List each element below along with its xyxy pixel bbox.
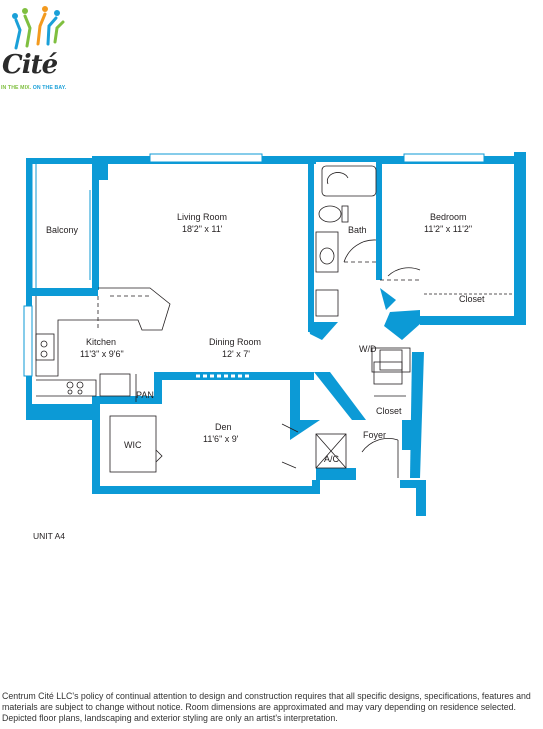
living-room-label: Living Room	[177, 212, 227, 222]
bedroom-closet-label: Closet	[459, 294, 485, 304]
den-dims: 11'6" x 9'	[203, 434, 239, 444]
wic-label: WIC	[124, 440, 142, 450]
dining-room-dims: 12' x 7'	[222, 349, 250, 359]
kitchen-dims: 11'3" x 9'6"	[80, 349, 124, 359]
ac-label: A/C	[324, 454, 340, 464]
figures-icon	[12, 6, 65, 50]
disclaimer: Centrum Cité LLC's policy of continual a…	[2, 691, 531, 723]
cite-logo: Cité IN THE MIX. ON THE BAY.	[0, 0, 80, 96]
dining-room-label: Dining Room	[209, 337, 261, 347]
logo-tagline: IN THE MIX. ON THE BAY.	[1, 85, 66, 91]
den-label: Den	[215, 422, 232, 432]
unit-label: UNIT A4	[33, 531, 65, 541]
wd-label: W/D	[359, 344, 377, 354]
pantry-label: PAN	[136, 390, 154, 400]
logo-wordmark: Cité	[2, 50, 58, 80]
foyer-label: Foyer	[363, 430, 386, 440]
living-room-dims: 18'2" x 11'	[182, 224, 223, 234]
bath-label: Bath	[348, 225, 367, 235]
bedroom-dims: 11'2" x 11'2"	[424, 224, 472, 234]
fixtures	[35, 165, 514, 478]
logo-tagline-part2: ON THE BAY.	[32, 85, 67, 91]
walls	[26, 152, 526, 516]
kitchen-label: Kitchen	[86, 337, 116, 347]
balcony-label: Balcony	[46, 225, 79, 235]
foyer-closet-label: Closet	[376, 406, 402, 416]
windows	[23, 153, 485, 377]
logo-tagline-part1: IN THE MIX.	[1, 85, 32, 91]
bedroom-label: Bedroom	[430, 212, 467, 222]
